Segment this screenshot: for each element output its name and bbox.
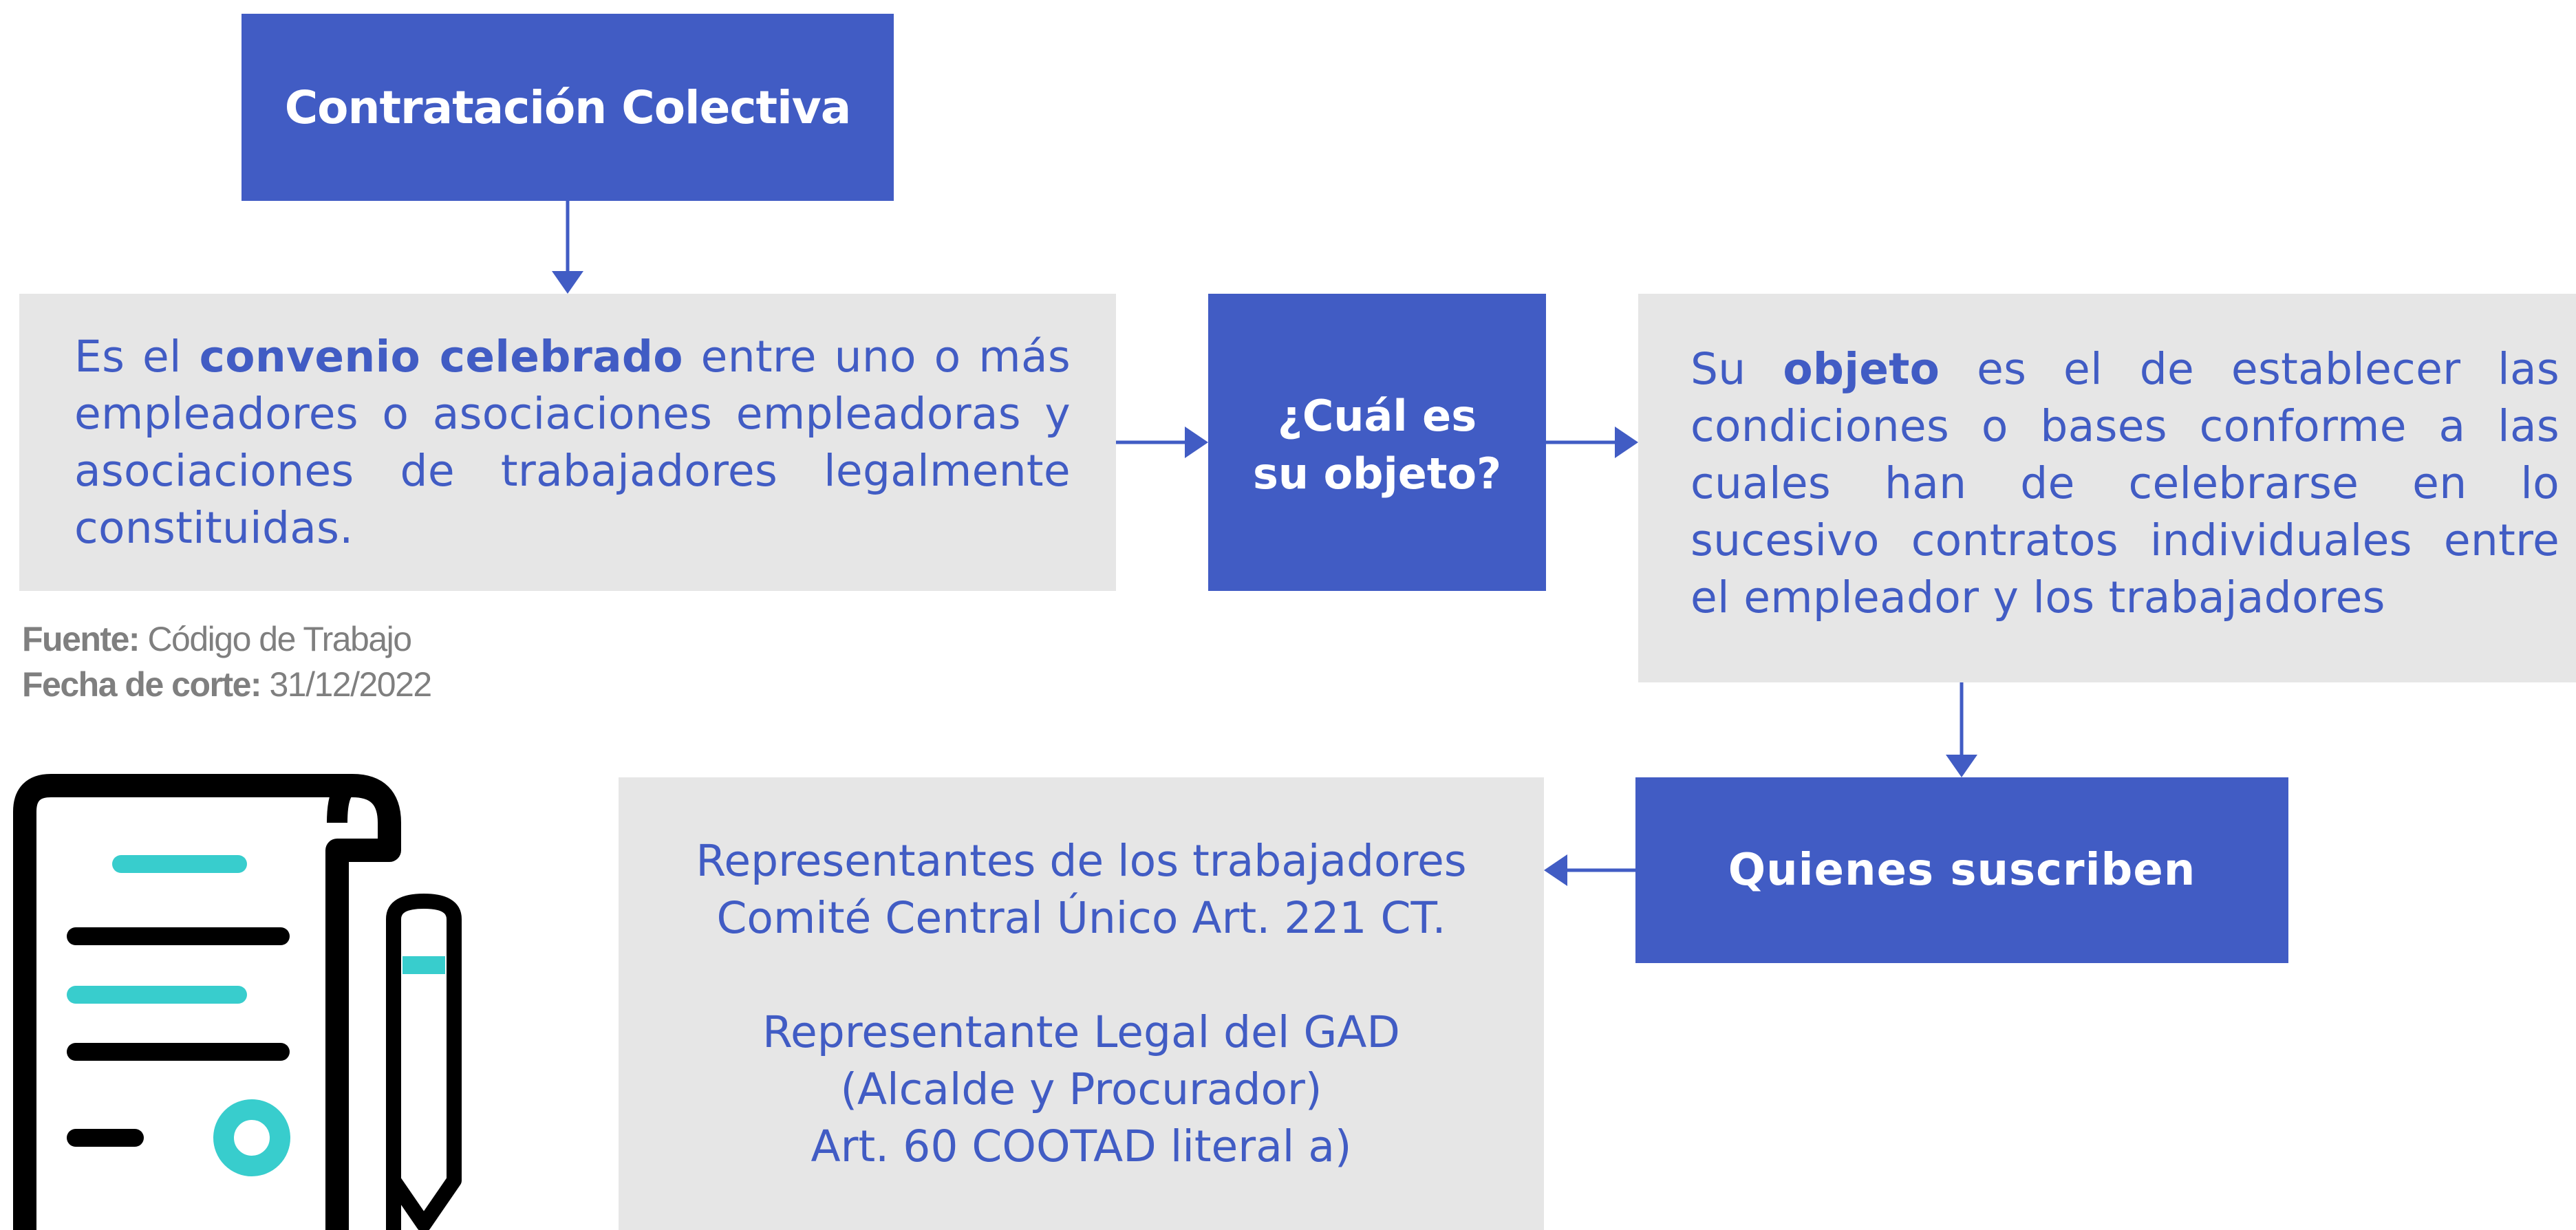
definition-box: Es el convenio celebrado entre uno o más… bbox=[19, 294, 1116, 591]
arrow-title-to-definition bbox=[552, 201, 583, 294]
pen-icon bbox=[386, 894, 462, 1230]
objective-rest: es el de establecer las condiciones o ba… bbox=[1690, 344, 2559, 623]
source-note: Fuente: Código de Trabajo Fecha de corte… bbox=[22, 616, 432, 707]
signers-spacer bbox=[619, 947, 1544, 1004]
who-signs-text: Quienes suscriben bbox=[1728, 845, 2196, 896]
date-line: Fecha de corte: 31/12/2022 bbox=[22, 662, 432, 707]
arrow-question-to-objective bbox=[1546, 427, 1638, 458]
signers-line: Representantes de los trabajadores bbox=[696, 836, 1467, 886]
date-label: Fecha de corte: bbox=[22, 665, 262, 704]
arrow-objective-to-who-signs bbox=[1946, 682, 1977, 777]
objective-box: Su objeto es el de establecer las condic… bbox=[1638, 294, 2576, 682]
objective-bold: objeto bbox=[1783, 344, 1940, 394]
definition-bold: convenio celebrado bbox=[199, 332, 683, 382]
question-text: ¿Cuál es su objeto? bbox=[1253, 382, 1501, 503]
signers-line: Art. 60 COOTAD literal a) bbox=[811, 1121, 1352, 1172]
question-line-1: ¿Cuál es bbox=[1277, 391, 1477, 441]
definition-pre: Es el bbox=[74, 332, 200, 382]
who-signs-box: Quienes suscriben bbox=[1635, 777, 2288, 963]
signers-box: Representantes de los trabajadores Comit… bbox=[619, 777, 1544, 1230]
question-line-2: su objeto? bbox=[1252, 449, 1502, 499]
source-label: Fuente: bbox=[22, 620, 140, 658]
source-line: Fuente: Código de Trabajo bbox=[22, 616, 431, 662]
title-box: Contratación Colectiva bbox=[242, 14, 894, 201]
signers-line: (Alcalde y Procurador) bbox=[840, 1064, 1322, 1114]
arrow-who-signs-to-signers bbox=[1544, 854, 1635, 886]
arrow-definition-to-question bbox=[1116, 427, 1208, 458]
signers-line: Representante Legal del GAD bbox=[762, 1007, 1400, 1057]
question-box: ¿Cuál es su objeto? bbox=[1208, 294, 1546, 591]
title-text: Contratación Colectiva bbox=[284, 80, 852, 134]
date-value: 31/12/2022 bbox=[261, 665, 432, 704]
definition-rest: entre uno o más empleadores o asociacion… bbox=[74, 332, 1071, 553]
objective-pre: Su bbox=[1690, 344, 1783, 394]
source-value: Código de Trabajo bbox=[139, 620, 412, 658]
document-contract-icon bbox=[13, 774, 462, 1230]
signers-line: Comité Central Único Art. 221 CT. bbox=[716, 893, 1446, 943]
